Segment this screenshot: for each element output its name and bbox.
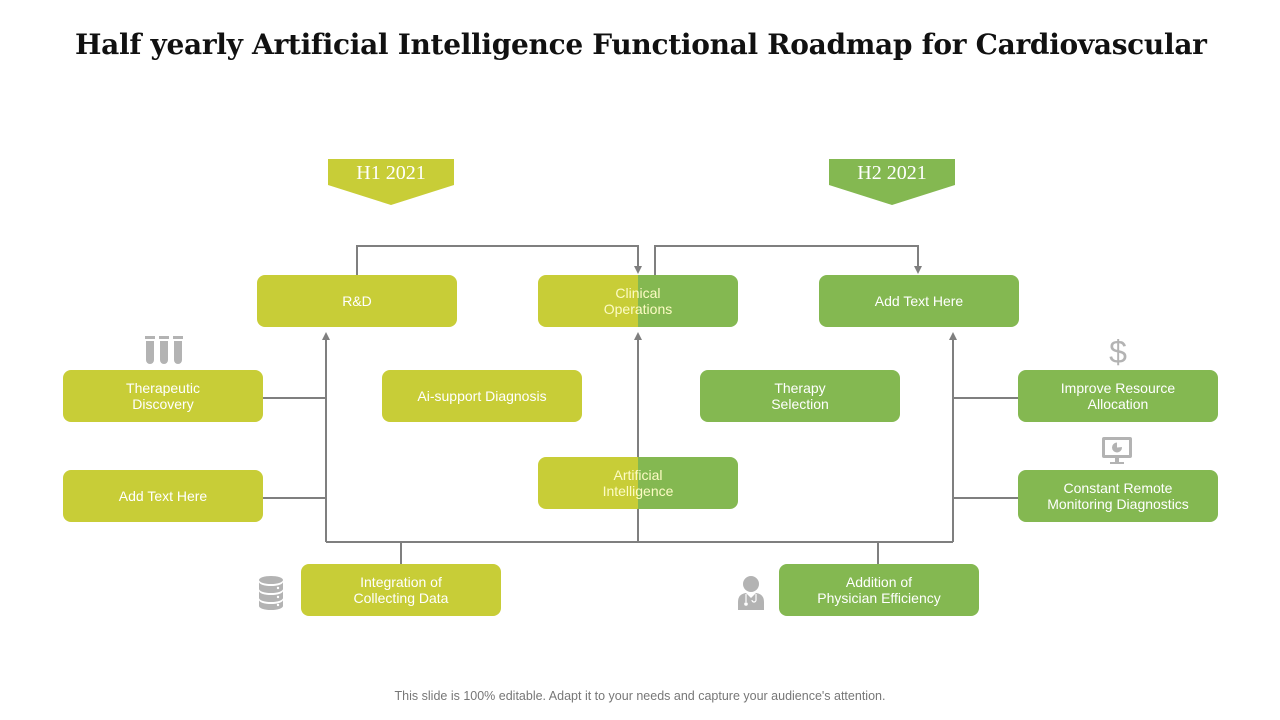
node-label: Therapeutic Discovery bbox=[126, 380, 200, 412]
node-add-text-top[interactable]: Add Text Here bbox=[819, 275, 1019, 327]
pentagon-down-shape bbox=[328, 159, 454, 205]
phase-label-h2: H2 2021 bbox=[857, 162, 927, 184]
node-label: R&D bbox=[342, 293, 372, 309]
svg-text:$: $ bbox=[1109, 336, 1127, 368]
node-add-text-left[interactable]: Add Text Here bbox=[63, 470, 263, 522]
connector-rd-to-clinical bbox=[356, 245, 642, 275]
node-therapy-selection[interactable]: Therapy Selection bbox=[700, 370, 900, 422]
node-label: Add Text Here bbox=[118, 488, 208, 504]
node-therapeutic-discovery[interactable]: Therapeutic Discovery bbox=[63, 370, 263, 422]
phase-tag-h2: H2 2021 bbox=[829, 159, 955, 205]
node-label: Integration of Collecting Data bbox=[353, 574, 449, 606]
test-tubes-icon bbox=[145, 336, 183, 364]
node-label: Add Text Here bbox=[874, 293, 964, 309]
doctor-icon bbox=[738, 576, 764, 610]
pentagon-down-shape bbox=[829, 159, 955, 205]
database-icon bbox=[259, 576, 283, 610]
monitor-chart-icon bbox=[1102, 437, 1132, 464]
phase-label-h1: H1 2021 bbox=[356, 162, 426, 184]
footer-note: This slide is 100% editable. Adapt it to… bbox=[394, 689, 886, 703]
connector-clinical-to-addtext bbox=[654, 245, 922, 275]
node-integration-collecting-data[interactable]: Integration of Collecting Data bbox=[301, 564, 501, 616]
node-artificial-intelligence[interactable]: Artificial Intelligence bbox=[538, 457, 738, 509]
page-title: Half yearly Artificial Intelligence Func… bbox=[75, 28, 1207, 61]
node-constant-remote-monitoring[interactable]: Constant Remote Monitoring Diagnostics bbox=[1018, 470, 1218, 522]
node-label: Addition of Physician Efficiency bbox=[817, 574, 941, 606]
node-label: Improve Resource Allocation bbox=[1060, 380, 1176, 412]
node-label: Constant Remote Monitoring Diagnostics bbox=[1047, 480, 1189, 512]
phase-tag-h1: H1 2021 bbox=[328, 159, 454, 205]
node-label: Ai-support Diagnosis bbox=[417, 388, 547, 404]
node-clinical-operations[interactable]: Clinical Operations bbox=[538, 275, 738, 327]
dollar-icon: $ bbox=[1109, 336, 1127, 368]
node-label: Therapy Selection bbox=[771, 380, 829, 412]
node-rd[interactable]: R&D bbox=[257, 275, 457, 327]
node-label: Artificial Intelligence bbox=[602, 467, 674, 499]
node-ai-support-diagnosis[interactable]: Ai-support Diagnosis bbox=[382, 370, 582, 422]
node-addition-physician-efficiency[interactable]: Addition of Physician Efficiency bbox=[779, 564, 979, 616]
node-improve-resource-allocation[interactable]: Improve Resource Allocation bbox=[1018, 370, 1218, 422]
node-label: Clinical Operations bbox=[603, 285, 673, 317]
